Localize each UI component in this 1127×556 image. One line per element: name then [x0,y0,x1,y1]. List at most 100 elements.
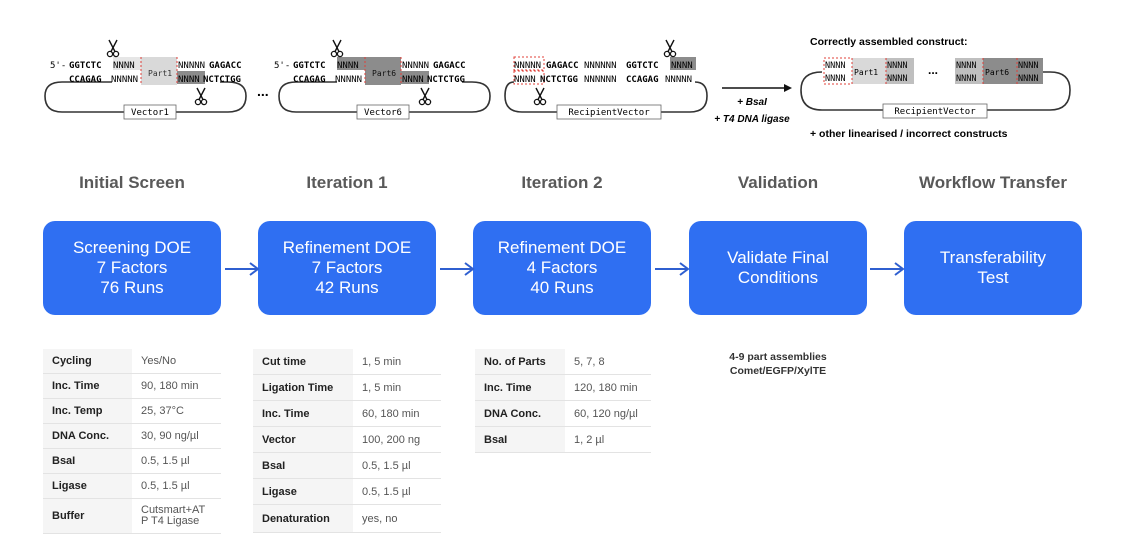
table-row: DNA Conc.30, 90 ng/µl [43,423,221,449]
vector1-label: Vector1 [131,108,169,118]
stage-line: Refinement DOE [282,238,412,257]
stage-line: Test [977,268,1009,287]
part1-label: Part1 [148,69,172,78]
overhang-n: NNNNN [111,75,138,85]
overhang-n: NNNN [402,75,424,85]
stage-line: Refinement DOE [497,238,627,257]
factor-name: Inc. Temp [43,398,132,424]
factor-name: BsaI [253,452,353,479]
bsai-site: CCAGAG [69,75,102,85]
spacer-n: NNNNNN [584,61,617,71]
factor-levels: 25, 37°C [132,398,221,424]
stage-box-transfer: Transferability Test [904,221,1082,315]
factor-levels: 1, 2 µl [565,426,651,453]
stage-line: Screening DOE [72,238,192,257]
validation-note: 4-9 part assemblies Comet/EGFP/XylTE [690,350,866,378]
table-row: DNA Conc.60, 120 ng/µl [475,400,651,427]
golden-gate-schematic: 5'- GGTCTC NNNN Part1 NNNNN GAGACC CCAGA… [44,36,1071,140]
overhang-n: NNNNN [665,75,692,85]
factor-levels: 1, 5 min [353,349,441,375]
factor-name: BsaI [43,448,132,474]
part1-label: Part1 [854,68,878,77]
stage-line: Conditions [737,268,819,287]
result-vector-label: RecipientVector [894,107,976,117]
vector1-plasmid: 5'- GGTCTC NNNN Part1 NNNNN GAGACC CCAGA… [44,39,247,120]
factor-levels: 120, 180 min [565,374,651,401]
stage-box-iteration1: Refinement DOE 7 Factors 42 Runs [258,221,436,315]
factor-name: Ligase [253,478,353,505]
stage-line: 4 Factors [526,258,598,277]
flow-arrow-icon [440,262,475,276]
factor-levels: 0.5, 1.5 µl [353,478,441,505]
scissors-icon [533,87,547,106]
overhang-n: NNNN [337,61,359,71]
factor-name: Inc. Time [253,400,353,427]
stage-box-iteration2: Refinement DOE 4 Factors 40 Runs [473,221,651,315]
factor-levels: 60, 180 min [353,400,441,427]
factor-name: Ligation Time [253,374,353,401]
stage-line: 76 Runs [100,278,164,297]
factor-levels: 0.5, 1.5 µl [132,473,221,499]
stage-title-iteration2: Iteration 2 [521,173,603,192]
factor-name: Cycling [43,349,132,374]
flow-arrow-icon [870,262,905,276]
bsai-site: GAGACC [433,61,466,71]
stage-line: 7 Factors [96,258,168,277]
recipient-vector-plasmid: NNNNN GAGACC NNNNNN GGTCTC NNNN NNNN NCT… [504,39,708,120]
bsai-site: CCAGAG [626,75,659,85]
scissors-icon [330,39,344,58]
vector6-plasmid: 5'- GGTCTC NNNN Part6 NNNNN GAGACC CCAGA… [274,39,491,120]
part6-region [365,57,401,85]
spacer-n: NNNNNN [584,75,617,85]
factor-name: Inc. Time [475,374,565,401]
overhang-n: NNNN [1018,61,1038,71]
assembled-construct: Correctly assembled construct: NNNN NNNN… [800,36,1071,140]
scissors-icon [418,87,432,106]
scissors-icon [663,39,677,58]
overhang-n: NNNN [956,74,976,84]
bsai-site: NCTCTGG [203,75,241,85]
scissors-icon [106,39,120,58]
factor-levels: yes, no [353,504,441,533]
stage-line: Transferability [939,248,1047,267]
overhang-n: NNNNN [178,61,205,71]
factor-levels: 1, 5 min [353,374,441,401]
factor-levels: 0.5, 1.5 µl [132,448,221,474]
stage-title-iteration1: Iteration 1 [306,173,388,192]
factor-name: Denaturation [253,504,353,533]
stage-box-validation: Validate Final Conditions [689,221,867,315]
five-prime-label: 5'- [50,61,66,71]
stage-title-initial: Initial Screen [79,173,185,192]
stage-line: 42 Runs [315,278,379,297]
ellipsis: ... [257,83,269,99]
reaction-bsai: + BsaI [737,97,767,108]
flow-arrow-icon [655,262,690,276]
factor-name: DNA Conc. [475,400,565,427]
bsai-site: GAGACC [209,61,242,71]
stage-title-transfer: Workflow Transfer [919,173,1067,192]
factor-levels: 30, 90 ng/µl [132,423,221,449]
bsai-site: GAGACC [546,61,579,71]
factor-name: No. of Parts [475,349,565,375]
part6-label: Part6 [372,69,396,78]
stage-title-validation: Validation [737,173,819,192]
bsai-site: GGTCTC [69,61,102,71]
stage-line: Validate Final [727,248,829,267]
factor-name: Inc. Time [43,373,132,399]
overhang-n: NNNN [113,61,135,71]
factor-name: BsaI [475,426,565,453]
overhang-n: NNNNN [514,61,541,71]
